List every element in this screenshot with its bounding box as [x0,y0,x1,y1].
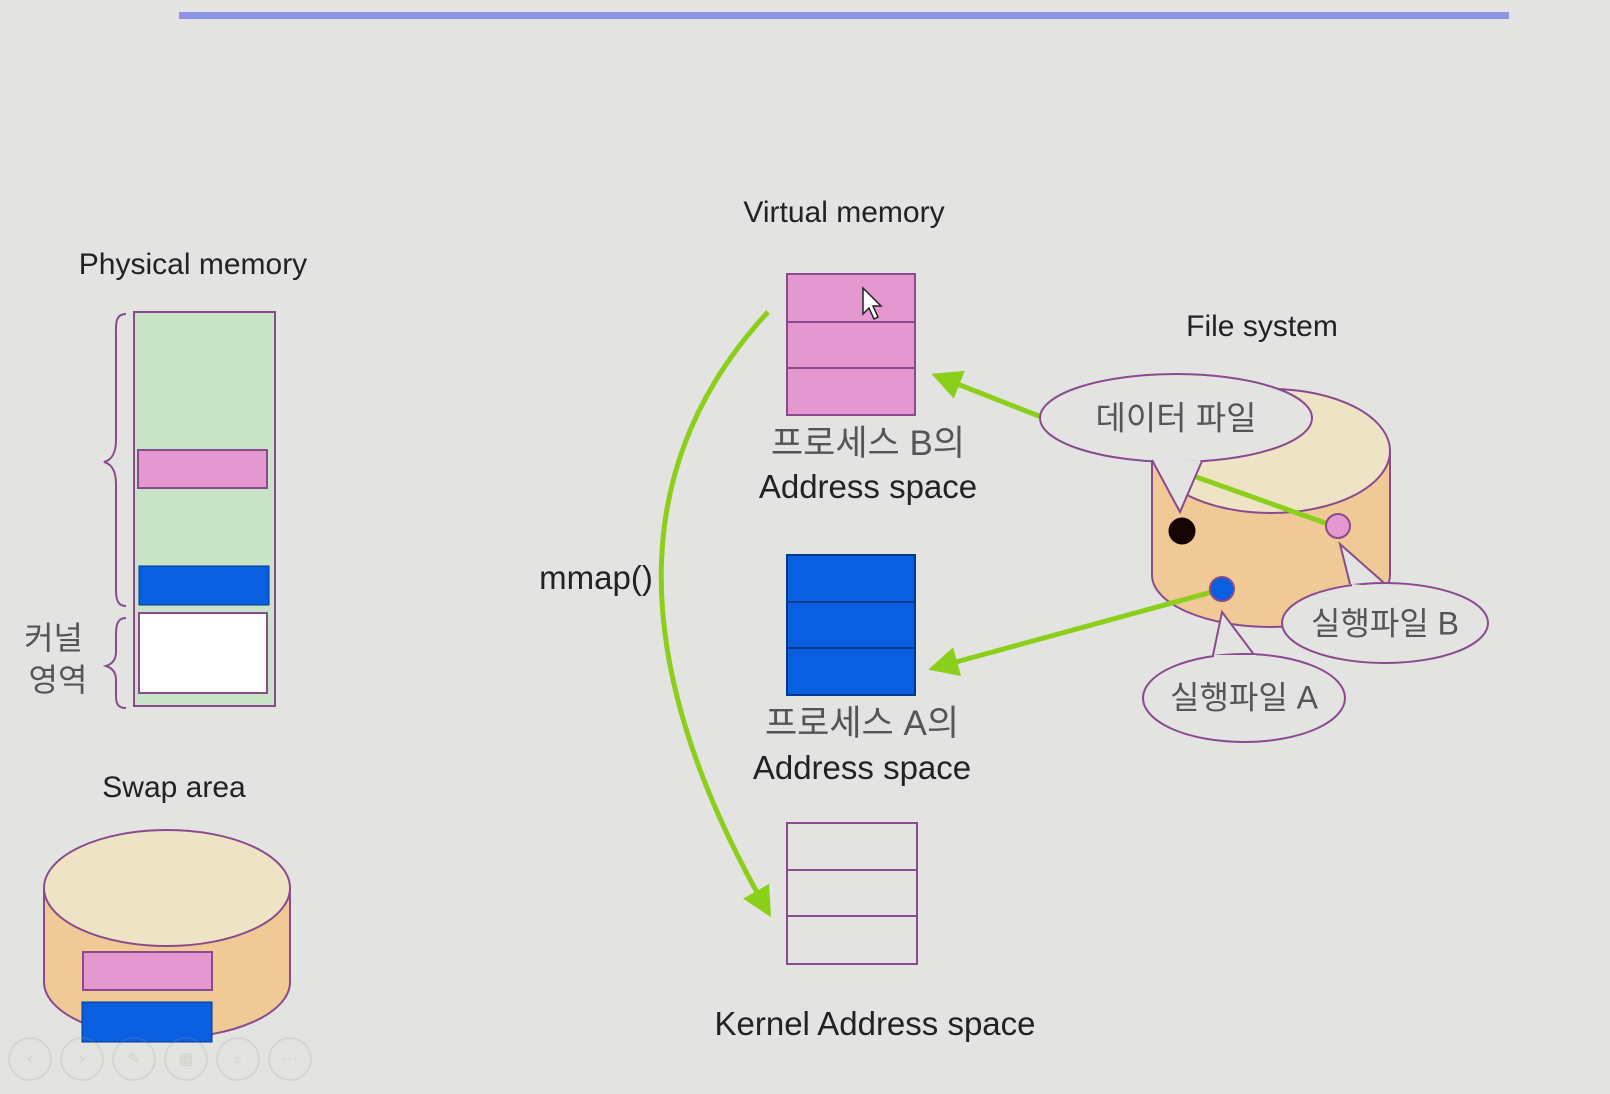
virtual-memory-label: Virtual memory [743,196,944,229]
pen-icon[interactable]: ✎ [112,1037,156,1081]
physical-memory-label: Physical memory [79,248,307,281]
exec-file-b-label: 실행파일 B [1311,605,1459,641]
mmap-label: mmap() [539,559,653,596]
slideshow-controls[interactable]: ‹ › ✎ ▦ ⌕ ⋯ [8,1037,312,1081]
data-file-to-b-arrow [931,370,1045,421]
process-b-address-space [786,273,916,416]
swap-area-label: Swap area [102,771,246,804]
process-a-subtitle: Address space [753,749,971,786]
physical-memory-block [133,311,276,707]
next-icon[interactable]: › [60,1037,104,1081]
exec-file-a-label: 실행파일 A [1170,679,1319,715]
swap-page-pink [82,951,213,991]
more-icon[interactable]: ⋯ [268,1037,312,1081]
data-file-dot [1168,517,1196,545]
process-b-title: 프로세스 B의 [771,424,965,463]
mouse-pointer-icon [862,286,883,321]
kernel-region [138,612,268,694]
data-file-label: 데이터 파일 [1096,400,1257,437]
data-file-callout: 데이터 파일 [1039,373,1313,515]
slide-icon[interactable]: ▦ [164,1037,208,1081]
file-system-label: File system [1186,310,1338,343]
kernel-area-label: 커널 영역 [24,620,92,698]
user-region-brace [103,313,127,607]
process-b-subtitle: Address space [759,468,977,505]
physical-page-blue [138,565,270,606]
kernel-region-brace [102,617,127,709]
process-a-title: 프로세스 A의 [765,704,959,743]
prev-icon[interactable]: ‹ [8,1037,52,1081]
header-rule [179,12,1509,19]
zoom-icon[interactable]: ⌕ [216,1037,260,1081]
exec-a-to-a-arrow [928,589,1213,677]
mmap-arrow [658,310,771,918]
kernel-address-space [786,822,918,965]
exec-file-b-dot [1325,513,1351,539]
exec-b-link-line [1187,471,1329,527]
kernel-address-space-label: Kernel Address space [714,1005,1035,1042]
exec-file-a-callout: 실행파일 A [1142,609,1346,743]
swap-disk [43,829,291,1043]
exec-file-b-callout: 실행파일 B [1281,541,1489,664]
process-a-address-space [786,554,916,696]
physical-page-pink [137,449,268,489]
exec-file-a-dot [1209,576,1235,602]
swap-page-blue [81,1001,213,1043]
